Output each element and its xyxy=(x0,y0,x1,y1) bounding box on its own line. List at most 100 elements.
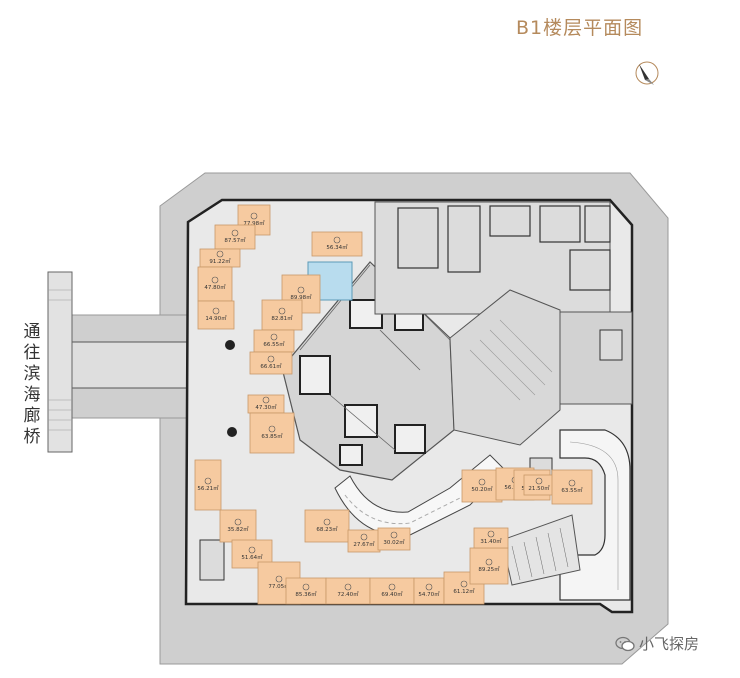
watermark: 小飞探房 xyxy=(615,633,699,654)
unit-area-label: 77.05㎡ xyxy=(268,582,290,590)
wechat-icon xyxy=(615,636,635,651)
unit-number-marker xyxy=(270,333,278,341)
escalator-left xyxy=(199,539,225,581)
unit-area-label: 63.85㎡ xyxy=(261,432,283,440)
shop-unit-shape xyxy=(253,329,295,353)
unit-number-marker xyxy=(234,518,242,526)
bridge-label: 通往滨海廊桥 xyxy=(23,322,41,447)
unit-area-label: 61.12㎡ xyxy=(453,587,475,595)
shop-unit: 61.12㎡ xyxy=(443,571,485,605)
unit-number-marker xyxy=(216,250,224,258)
unit-number-marker xyxy=(568,479,576,487)
unit-area-label: 51.64㎡ xyxy=(241,553,263,561)
shop-unit-shape xyxy=(311,231,363,257)
unit-number-marker xyxy=(212,307,220,315)
unit-number-marker xyxy=(460,580,468,588)
shop-unit: 68.23㎡ xyxy=(304,509,350,543)
service-zone xyxy=(374,201,611,315)
unit-number-marker xyxy=(360,533,368,541)
shop-unit-shape xyxy=(443,571,485,605)
unit-number-marker xyxy=(302,583,310,591)
unit-area-label: 87.57㎡ xyxy=(224,236,246,244)
shop-unit: 14.90㎡ xyxy=(197,300,235,330)
shop-unit-shape xyxy=(285,577,327,605)
unit-area-label: 85.36㎡ xyxy=(295,590,317,598)
unit-area-label: 89.98㎡ xyxy=(290,293,312,301)
unit-area-label: 30.02㎡ xyxy=(383,538,405,546)
bridge-corridor-lower xyxy=(69,387,201,419)
unit-area-label: 47.80㎡ xyxy=(204,283,226,291)
shop-unit: 21.50㎡ xyxy=(523,474,555,496)
unit-area-label: 63.55㎡ xyxy=(561,486,583,494)
watermark-text: 小飞探房 xyxy=(639,635,700,653)
unit-number-marker xyxy=(267,355,275,363)
shop-unit: 54.70㎡ xyxy=(413,577,445,605)
unit-area-label: 77.98㎡ xyxy=(243,219,265,227)
unit-area-label: 50.20㎡ xyxy=(471,485,493,493)
shop-unit: 35.82㎡ xyxy=(219,509,257,543)
unit-number-marker xyxy=(297,286,305,294)
shop-unit-shape xyxy=(197,300,235,330)
unit-number-marker xyxy=(268,425,276,433)
unit-area-label: 56.21㎡ xyxy=(197,484,219,492)
shop-unit-shape xyxy=(249,351,293,375)
elevator-right xyxy=(599,329,623,361)
shop-unit: 31.40㎡ xyxy=(473,527,509,549)
unit-number-marker xyxy=(388,583,396,591)
page-title: B1楼层平面图 xyxy=(516,17,644,39)
shop-unit-shape xyxy=(194,459,222,511)
unit-area-label: 91.22㎡ xyxy=(209,257,231,265)
unit-area-label: 89.25㎡ xyxy=(478,565,500,573)
unit-number-marker xyxy=(323,518,331,526)
shop-unit-shape xyxy=(473,527,509,549)
shop-unit-shape xyxy=(347,529,381,553)
unit-area-label: 82.81㎡ xyxy=(271,314,293,322)
unit-area-label: 31.40㎡ xyxy=(480,537,502,545)
shop-unit: 63.55㎡ xyxy=(551,469,593,505)
shop-unit: 72.40㎡ xyxy=(325,577,371,605)
shop-unit-shape xyxy=(469,547,509,585)
shop-unit: 47.80㎡ xyxy=(197,266,233,302)
unit-area-label: 21.50㎡ xyxy=(528,484,550,492)
unit-area-label: 56.34㎡ xyxy=(326,243,348,251)
unit-number-marker xyxy=(535,477,543,485)
unit-number-marker xyxy=(478,478,486,486)
shop-unit-shape xyxy=(219,509,257,543)
bridge-corridor xyxy=(69,314,201,343)
stair-ramp xyxy=(501,514,581,586)
shop-unit-shape xyxy=(261,299,303,331)
unit-number-marker xyxy=(231,229,239,237)
unit-number-marker xyxy=(278,307,286,315)
shop-unit-shape xyxy=(249,412,295,454)
unit-area-label: 68.23㎡ xyxy=(316,525,338,533)
shop-unit: 66.55㎡ xyxy=(253,329,295,353)
unit-number-marker xyxy=(344,583,352,591)
unit-number-marker xyxy=(262,396,270,404)
shop-unit-shape xyxy=(551,469,593,505)
shop-unit: 69.40㎡ xyxy=(369,577,415,605)
shop-unit: 47.30㎡ xyxy=(247,394,285,414)
unit-area-label: 14.90㎡ xyxy=(205,314,227,322)
shop-unit-shape xyxy=(369,577,415,605)
bridge-deck xyxy=(69,341,201,389)
unit-number-marker xyxy=(275,575,283,583)
shop-unit-shape xyxy=(413,577,445,605)
shop-unit: 30.02㎡ xyxy=(377,527,411,551)
unit-number-marker xyxy=(485,558,493,566)
unit-number-marker xyxy=(248,546,256,554)
shop-unit: 91.22㎡ xyxy=(199,248,241,268)
shop-unit: 56.21㎡ xyxy=(194,459,222,511)
shop-unit: 56.34㎡ xyxy=(311,231,363,257)
north-arrow-icon xyxy=(635,61,659,85)
shop-unit-shape xyxy=(304,509,350,543)
shop-unit: 82.81㎡ xyxy=(261,299,303,331)
shop-unit: 87.57㎡ xyxy=(214,224,256,250)
unit-area-label: 54.70㎡ xyxy=(418,590,440,598)
unit-area-label: 69.40㎡ xyxy=(381,590,403,598)
unit-area-label: 27.67㎡ xyxy=(353,540,375,548)
right-wing xyxy=(449,289,561,446)
shop-unit-shape xyxy=(214,224,256,250)
unit-number-marker xyxy=(250,212,258,220)
unit-number-marker xyxy=(390,531,398,539)
